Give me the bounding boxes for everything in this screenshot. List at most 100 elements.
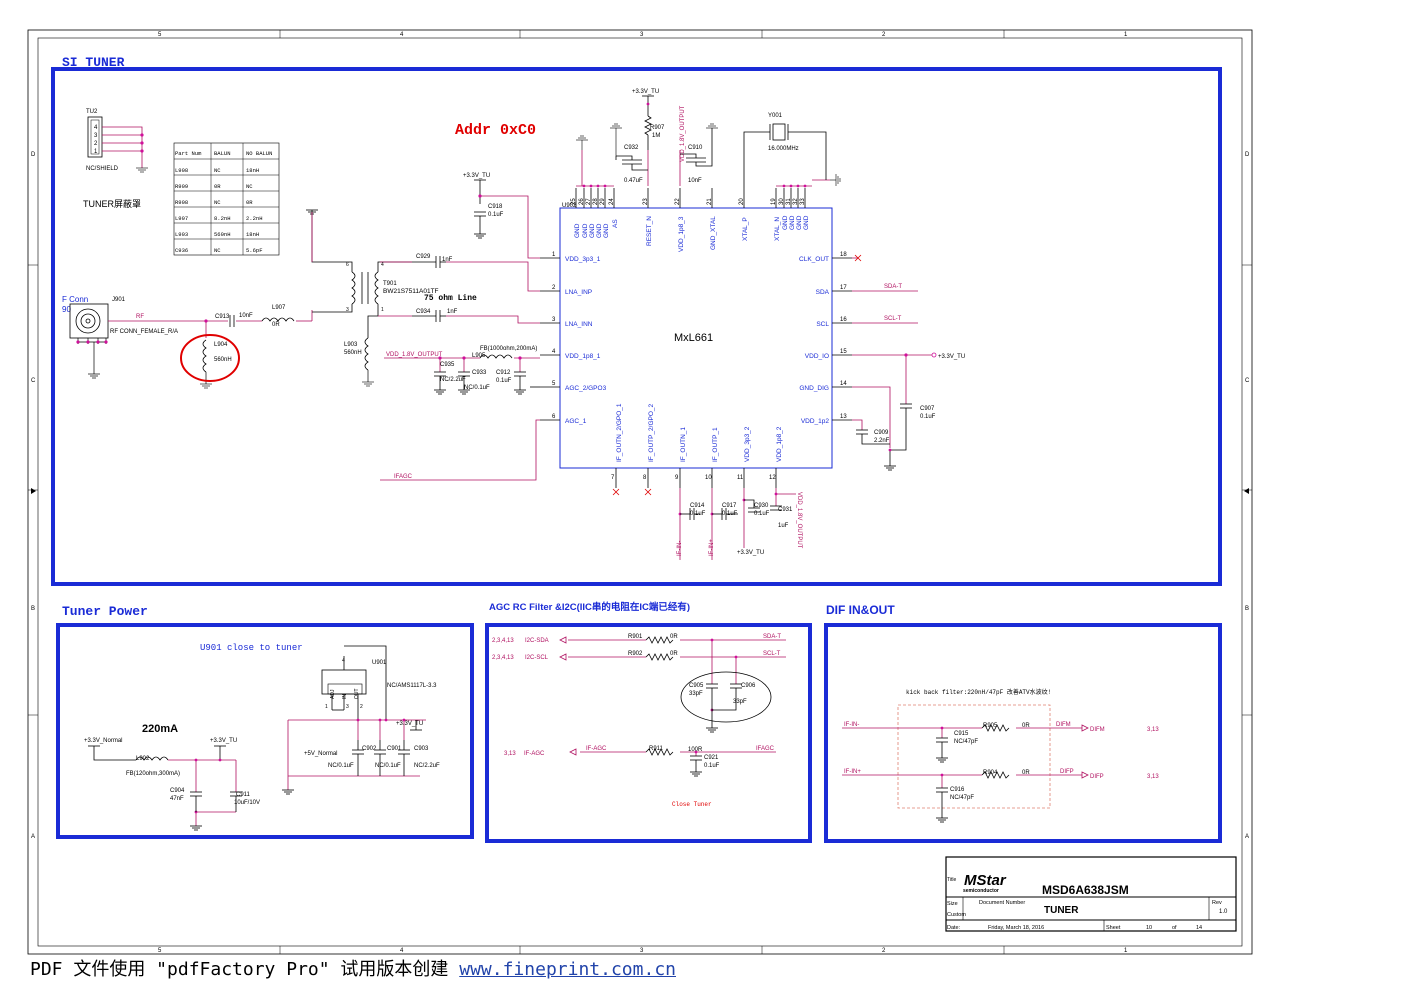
table-cell: 5.6pF	[246, 247, 263, 254]
ic-top-pin-name: GND	[803, 215, 810, 230]
u901-ref: U901	[372, 660, 387, 666]
l902-ref: L902	[136, 756, 150, 762]
ic-pin-num: 17	[840, 285, 847, 291]
nc-shield-label: NC/SHIELD	[86, 166, 119, 172]
r904-val: 0R	[1022, 770, 1030, 776]
c935-val: NC/2.2uF	[440, 377, 466, 383]
ic-top-pin-name: GND	[796, 215, 803, 230]
agc-ifagc-left: IF-AGC	[586, 746, 607, 752]
c921-ref: C921	[704, 755, 719, 761]
r905-val: 0R	[1022, 723, 1030, 729]
fconn-num: 90	[62, 305, 71, 314]
ic-top-pin-name: GND	[582, 223, 589, 238]
dif-title: DIF IN&OUT	[826, 603, 895, 617]
l903-val: 560nH	[344, 350, 362, 356]
ic-top-pin-num: 29	[600, 198, 606, 205]
if-in-plus-net: IF-IN+	[709, 539, 715, 556]
table-header-part: Part Num	[175, 150, 202, 157]
ic-top-pin-name: GND	[596, 223, 603, 238]
ic-top-pin-name: RESET_N	[646, 216, 653, 246]
c916-val: NC/47pF	[950, 795, 974, 801]
table-cell: 560nH	[214, 231, 231, 238]
of-value: 14	[1196, 925, 1202, 931]
mstar-logo: MStar	[964, 872, 1007, 889]
l904-val: 560nH	[214, 357, 232, 363]
docnum-value: TUNER	[1044, 905, 1079, 916]
svg-text:1: 1	[325, 704, 328, 710]
r901-val: 0R	[670, 634, 678, 640]
border-letter-a-left: A	[31, 834, 35, 840]
c905-val: 33pF	[689, 691, 703, 697]
ic-top-pin-name: XTAL_N	[774, 217, 781, 241]
difm-ref: 3,13	[1147, 727, 1159, 733]
dif-if-in-plus: IF-IN+	[844, 769, 861, 775]
c930-val: 0.1uF	[754, 511, 770, 517]
svg-text:6: 6	[346, 262, 349, 268]
rf-net-label: RF	[136, 314, 144, 320]
r904-ref: R904	[983, 770, 998, 776]
svg-text:3: 3	[346, 307, 349, 313]
border-num-bot-4: 4	[400, 948, 404, 954]
ic-top-pin-name: GND	[603, 223, 610, 238]
c902-val: NC/0.1uF	[328, 763, 354, 769]
l904-ref: L904	[214, 342, 228, 348]
border-arrow-left	[31, 488, 36, 494]
l905-val: FB(1000ohm,200mA)	[480, 346, 537, 352]
ic-top-pin-name: GND	[782, 215, 789, 230]
border-num-top-5: 5	[158, 32, 162, 38]
ic-bot-pin-name: IF_OUTN_1	[680, 427, 687, 462]
tu2-pin-4: 4	[94, 125, 98, 131]
rev-label: Rev	[1212, 900, 1222, 906]
ic-top-pin-name: GND	[789, 215, 796, 230]
ic-top-pin-num: 26	[579, 198, 585, 205]
ic-pin-name: AGC_2/GPO3	[565, 385, 607, 392]
ic-pin-num: 2	[552, 285, 556, 291]
r902-val: 0R	[670, 651, 678, 657]
c933-val: NC/0.1uF	[464, 385, 490, 391]
c907-val: 0.1uF	[920, 414, 936, 420]
tuner-power-frame	[56, 623, 474, 839]
ic-top-pin-num: 33	[800, 198, 806, 205]
v33tu-left: +3.3V_TU	[463, 173, 490, 179]
ic-top-pin-num: 25	[571, 198, 577, 205]
c918-val: 0.1uF	[488, 212, 504, 218]
svg-text:OUT: OUT	[354, 688, 360, 699]
ifagc-net: IFAGC	[394, 474, 413, 480]
vdd18-bottom-net: VDD_1.8V_OUTPUT	[796, 492, 802, 549]
balun-table: Part Num BALUN NO BALUN L908 NC 18nH R90…	[173, 142, 280, 256]
addr-label: Addr 0xC0	[455, 122, 536, 139]
doc-title: MSD6A638JSM	[1042, 883, 1129, 897]
title-block	[945, 856, 1237, 932]
mstar-logo-sub: semiconductor	[963, 888, 999, 894]
title-label: Title	[947, 877, 956, 883]
ic-pin-num: 13	[840, 414, 847, 420]
ic-pin-name: SCL	[816, 321, 829, 328]
ic-pin-name: LNA_INP	[565, 289, 592, 296]
table-cell: 8.2nH	[214, 215, 231, 222]
ic-pin-num: 5	[552, 381, 556, 387]
footer-link[interactable]: www.fineprint.com.cn	[459, 959, 676, 980]
ic-top-pin-num: 27	[586, 198, 592, 205]
table-header-balun: BALUN	[214, 150, 231, 157]
vdd18-top-net: VDD_1.8V_OUTPUT	[680, 105, 686, 162]
l902-val: FB(120ohm,300mA)	[126, 771, 180, 777]
ic-bot-pin-num: 8	[643, 475, 647, 481]
ic-pin-num: 14	[840, 381, 847, 387]
ic-bot-pin-name: IF_OUTP_2/GPO_2	[648, 403, 655, 462]
agc-frame	[485, 623, 812, 843]
c917-val: 0.1uF	[722, 511, 738, 517]
l907-val: 0R	[272, 322, 280, 328]
agc-ref3: 3,13	[504, 751, 516, 757]
ic-pin-name: CLK_OUT	[799, 256, 829, 263]
y001-ref: Y001	[768, 113, 783, 119]
ic-top-pin-num: 23	[643, 198, 649, 205]
r905-ref: R905	[983, 723, 998, 729]
close-tuner-note: Close Tuner	[672, 801, 712, 808]
border-num-bot-5: 5	[158, 948, 162, 954]
svg-text:1: 1	[381, 307, 384, 313]
mxl661-ic-body	[559, 207, 833, 469]
difp-net: DIFP	[1060, 769, 1074, 775]
ic-top-pin-name: GND	[574, 223, 581, 238]
sheet-value: 10	[1146, 925, 1152, 931]
ic-pin-name: VDD_IO	[805, 353, 829, 360]
